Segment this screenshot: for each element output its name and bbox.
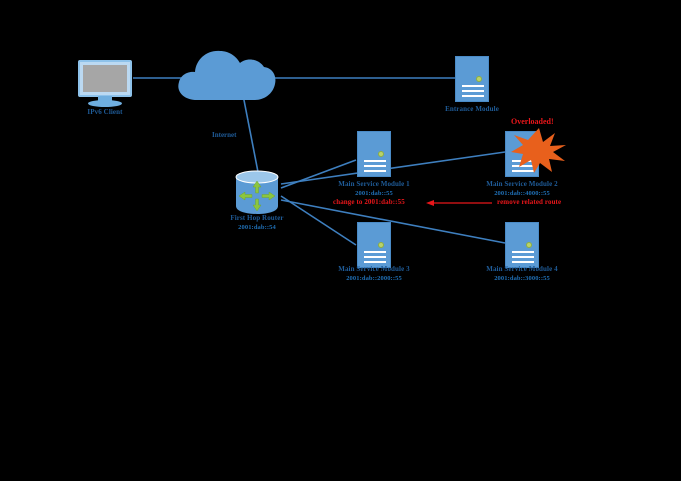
label-address: 2001:dab::3000::55 <box>494 275 550 282</box>
server-slot <box>364 165 386 167</box>
label-address: 2001:dab::54 <box>238 224 276 231</box>
status-led-icon <box>476 76 482 82</box>
label-text: change to 2001:dab::55 <box>333 198 405 206</box>
label-internet-link: Internet <box>212 131 237 139</box>
label-text: remove related route <box>497 198 562 206</box>
server-icon <box>505 222 539 268</box>
label-text: First Hop Router <box>230 214 284 222</box>
server-slot <box>512 256 534 258</box>
server-slot <box>462 90 484 92</box>
label-text: Main Service Module 3 <box>338 265 410 273</box>
label-main-service-module-4: Main Service Module 4 2001:dab::3000::55 <box>475 265 569 283</box>
status-led-icon <box>378 242 384 248</box>
label-address: 2001:dab::4000::55 <box>494 190 550 197</box>
label-text: Main Service Module 4 <box>486 265 558 273</box>
server-slot <box>364 160 386 162</box>
server-slot <box>512 261 534 263</box>
monitor-screen <box>83 65 127 92</box>
monitor-stand-base <box>88 100 122 107</box>
label-address: 2001:dab::55 <box>355 190 393 197</box>
label-text: Overloaded! <box>511 117 554 126</box>
label-ipv6-client: IPv6 Client <box>60 108 150 117</box>
label-main-service-module-3: Main Service Module 3 2001:dab::2000::55 <box>327 265 421 283</box>
server-slot <box>364 256 386 258</box>
router-icon <box>235 170 279 214</box>
server-slot <box>512 251 534 253</box>
node-internet-cloud <box>173 45 278 112</box>
label-overloaded-alert: Overloaded! <box>511 117 554 126</box>
status-led-icon <box>378 151 384 157</box>
label-text: Internet <box>212 131 237 139</box>
label-text: IPv6 Client <box>87 108 123 116</box>
label-text: Entrance Module <box>445 105 499 113</box>
server-slot <box>364 251 386 253</box>
explosion-burst-icon <box>511 128 566 173</box>
server-icon <box>357 131 391 177</box>
server-slot <box>364 170 386 172</box>
label-main-service-module-2: Main Service Module 2 2001:dab::4000::55 <box>477 180 567 198</box>
label-first-hop-router: First Hop Router 2001:dab::54 <box>218 214 296 232</box>
server-icon <box>357 222 391 268</box>
annotation-change-address: change to 2001:dab::55 <box>333 198 405 206</box>
server-slot <box>364 261 386 263</box>
label-main-service-module-1: Main Service Module 1 2001:dab::55 <box>329 180 419 198</box>
annotation-remove-route: remove related route <box>497 198 561 206</box>
server-slot <box>462 85 484 87</box>
server-slot <box>512 165 534 167</box>
server-slot <box>462 95 484 97</box>
cloud-icon <box>178 50 276 100</box>
server-slot <box>512 170 534 172</box>
node-first-hop-router: First Hop Router 2001:dab::54 <box>230 168 284 231</box>
monitor-icon <box>78 60 132 97</box>
label-text: Main Service Module 2 <box>486 180 558 188</box>
status-led-icon <box>526 242 532 248</box>
label-address: 2001:dab::2000::55 <box>346 275 402 282</box>
server-icon <box>455 56 489 102</box>
label-entrance-module: Entrance Module <box>427 105 517 114</box>
label-text: Main Service Module 1 <box>338 180 410 188</box>
monitor-stand-neck <box>98 96 112 103</box>
